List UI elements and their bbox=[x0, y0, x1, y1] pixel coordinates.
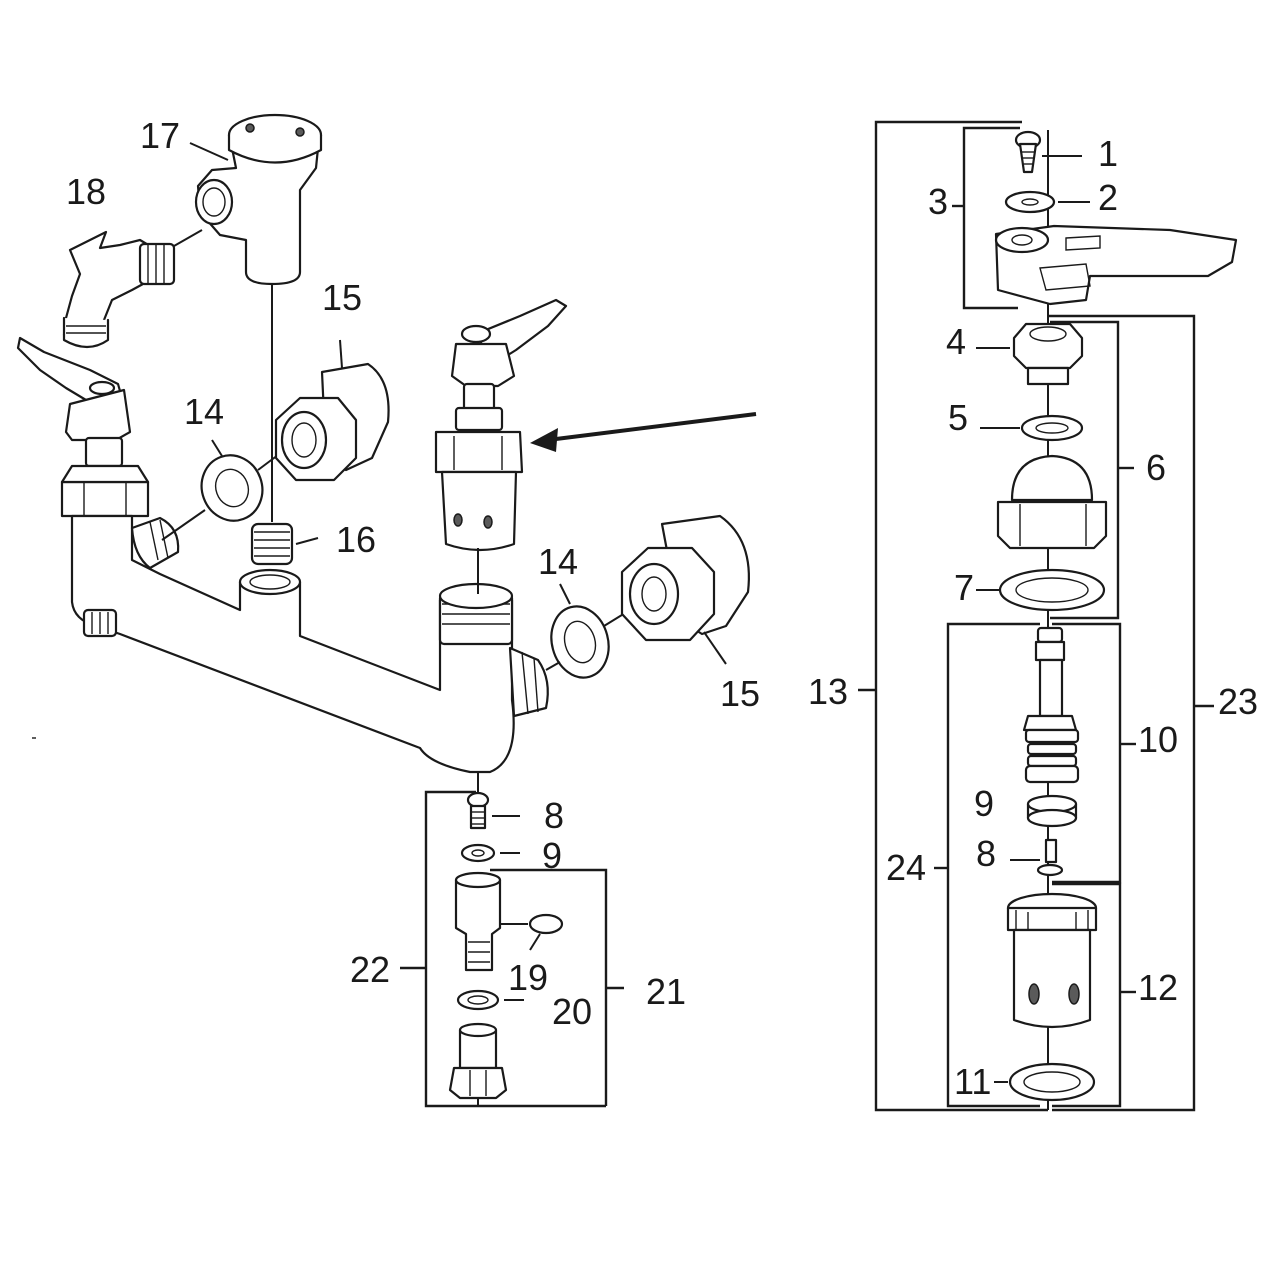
callout-19: 19 bbox=[508, 957, 548, 998]
callout-10: 10 bbox=[1138, 719, 1178, 760]
dome-bonnet bbox=[996, 454, 1108, 550]
callout-17: 17 bbox=[140, 115, 180, 156]
left-lever-valve bbox=[16, 336, 150, 518]
center-lever-cartridge bbox=[434, 298, 568, 594]
spout-elbow-part-18 bbox=[62, 229, 203, 349]
callout-20: 20 bbox=[552, 991, 592, 1032]
vacuum-breaker-part-17 bbox=[189, 113, 323, 286]
callout-13: 13 bbox=[808, 671, 848, 712]
callout-8-right: 8 bbox=[976, 833, 996, 874]
callout-12: 12 bbox=[1138, 967, 1178, 1008]
callout-16: 16 bbox=[336, 519, 376, 560]
callout-24: 24 bbox=[886, 847, 926, 888]
washer-part-14-left bbox=[161, 439, 291, 541]
bracket-group-10 bbox=[1052, 622, 1136, 884]
callout-15-top: 15 bbox=[322, 277, 362, 318]
callout-14-right: 14 bbox=[538, 541, 578, 582]
handle-screw-part-1 bbox=[1014, 130, 1082, 174]
callout-labels: 17 18 15 14 16 14 15 8 9 22 19 21 20 1 2… bbox=[66, 115, 1258, 1102]
callout-15-bottom: 15 bbox=[720, 673, 760, 714]
stem-assembly bbox=[1022, 626, 1080, 784]
callout-22: 22 bbox=[350, 949, 390, 990]
pointer-arrow bbox=[530, 412, 757, 452]
gasket-part-11 bbox=[994, 1062, 1096, 1102]
callout-8-left: 8 bbox=[544, 795, 564, 836]
bracket-group-23 bbox=[1048, 314, 1214, 1112]
flange-nut-part-15-bottom bbox=[620, 514, 750, 665]
bracket-group-21 bbox=[490, 868, 624, 1106]
bracket-group-3 bbox=[952, 126, 1020, 310]
lever-handle bbox=[994, 224, 1238, 306]
bonnet-nut-part-4 bbox=[976, 322, 1084, 386]
cartridge-body-part-12 bbox=[1006, 892, 1098, 1029]
callout-21: 21 bbox=[646, 971, 686, 1012]
callout-7: 7 bbox=[954, 567, 974, 608]
gasket-part-7 bbox=[976, 568, 1106, 612]
screw-part-8-right bbox=[1010, 838, 1064, 877]
callout-18: 18 bbox=[66, 171, 106, 212]
faucet-main-body bbox=[70, 514, 549, 774]
callout-11: 11 bbox=[954, 1061, 991, 1102]
callout-5: 5 bbox=[948, 397, 968, 438]
callout-9-right: 9 bbox=[974, 783, 994, 824]
callout-3: 3 bbox=[928, 181, 948, 222]
index-button-part-2 bbox=[1004, 190, 1090, 214]
washer-part-5 bbox=[980, 414, 1084, 442]
bracket-group-6 bbox=[1050, 320, 1134, 620]
callout-14-left: 14 bbox=[184, 391, 224, 432]
check-valve-assembly bbox=[448, 772, 564, 1106]
callout-23: 23 bbox=[1218, 681, 1258, 722]
callout-9-left: 9 bbox=[542, 835, 562, 876]
callout-4: 4 bbox=[946, 321, 966, 362]
nipple-part-16 bbox=[250, 522, 319, 566]
bracket-group-12 bbox=[1052, 882, 1136, 1108]
callout-6: 6 bbox=[1146, 447, 1166, 488]
bracket-group-13 bbox=[858, 120, 1048, 1112]
bracket-group-22 bbox=[400, 790, 606, 1108]
flange-nut-part-15-top bbox=[274, 339, 390, 482]
callout-1: 1 bbox=[1098, 133, 1118, 174]
callout-2: 2 bbox=[1098, 177, 1118, 218]
seat-washer-part-9-right bbox=[1026, 794, 1078, 828]
washer-part-14-right bbox=[545, 583, 631, 679]
bracket-group-24 bbox=[934, 622, 1040, 1108]
